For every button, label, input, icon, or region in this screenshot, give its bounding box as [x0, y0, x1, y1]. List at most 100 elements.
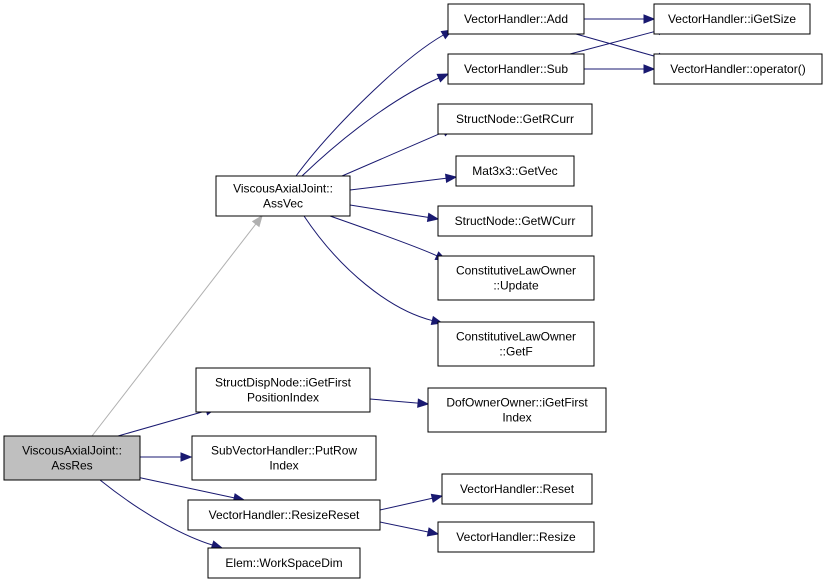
node-box [437, 103, 593, 135]
node-label-line: VectorHandler::Add [464, 12, 568, 26]
node-elem_wsd[interactable]: Elem::WorkSpaceDim [207, 547, 361, 579]
node-sn_getrcurr[interactable]: StructNode::GetRCurr [437, 103, 593, 135]
edge-line [569, 30, 659, 55]
node-label-line: ViscousAxialJoint:: [233, 182, 333, 196]
node-box [653, 53, 823, 85]
node-label-line: VectorHandler::Sub [464, 62, 568, 76]
edge-assvec-to-vh_sub [301, 73, 450, 177]
node-box [437, 205, 593, 237]
node-vh_reset[interactable]: VectorHandler::Reset [441, 473, 593, 505]
node-vh_operator[interactable]: VectorHandler::operator() [653, 53, 823, 85]
node-label-line: VectorHandler::Resize [456, 530, 576, 544]
node-vh_sub[interactable]: VectorHandler::Sub [447, 53, 585, 85]
arrowhead-icon [445, 173, 458, 183]
node-label-line: DofOwnerOwner::iGetFirst [446, 396, 588, 410]
node-box [455, 155, 575, 187]
edge-line [329, 215, 438, 257]
node-box [215, 175, 351, 217]
node-label-line: StructDispNode::iGetFirst [215, 376, 352, 390]
node-box [3, 435, 141, 481]
node-label-line: Mat3x3::GetVec [472, 164, 557, 178]
node-box [195, 367, 371, 413]
edge-vh_add-to-vh_igetsize [584, 14, 656, 24]
edge-assvec-to-sn_getwcurr [349, 204, 440, 223]
node-vh_resizereset[interactable]: VectorHandler::ResizeReset [187, 499, 381, 531]
node-box [447, 53, 585, 85]
edge-vh_sub-to-vh_igetsize [569, 26, 670, 55]
node-box [653, 3, 811, 35]
node-label-line: VectorHandler::iGetSize [668, 12, 796, 26]
edge-line [99, 479, 213, 546]
node-clo_getf[interactable]: ConstitutiveLawOwner::GetF [437, 321, 595, 367]
edge-root-to-elem_wsd [99, 479, 224, 550]
edge-vh_sub-to-vh_operator [584, 64, 656, 74]
arrowhead-icon [643, 14, 656, 24]
node-box [437, 321, 595, 367]
node-label-line: ::GetF [499, 345, 532, 359]
edge-line [379, 497, 433, 511]
node-sn_getwcurr[interactable]: StructNode::GetWCurr [437, 205, 593, 237]
node-label-line: SubVectorHandler::PutRow [211, 444, 357, 458]
node-vh_resize[interactable]: VectorHandler::Resize [437, 521, 595, 553]
node-label-line: Index [269, 459, 298, 473]
node-mat_getvec[interactable]: Mat3x3::GetVec [455, 155, 575, 187]
arrowhead-icon [417, 398, 430, 408]
edge-root-to-svh_putrow [140, 452, 193, 462]
edge-line [575, 33, 659, 58]
edge-line [379, 521, 429, 533]
node-vh_igetsize[interactable]: VectorHandler::iGetSize [653, 3, 811, 35]
node-root[interactable]: ViscousAxialJoint::AssRes [3, 435, 141, 481]
edge-assvec-to-clo_getf [303, 215, 444, 326]
node-label-line: ConstitutiveLawOwner [456, 264, 576, 278]
node-label-line: AssRes [51, 459, 92, 473]
node-vh_add[interactable]: VectorHandler::Add [447, 3, 585, 35]
edge-assvec-to-vh_add [295, 29, 454, 177]
edge-sdn_ipos-to-doo_index [369, 398, 430, 408]
edge-line [91, 223, 257, 437]
node-box [437, 521, 595, 553]
edge-vh_resizereset-to-vh_resize [379, 521, 440, 537]
node-clo_update[interactable]: ConstitutiveLawOwner::Update [437, 255, 595, 301]
edge-line [117, 410, 207, 437]
node-box [207, 547, 361, 579]
arrowhead-icon [251, 214, 263, 228]
edge-line [349, 204, 429, 218]
edge-line [295, 34, 444, 177]
node-box [437, 255, 595, 301]
node-label-line: ::Update [493, 279, 539, 293]
node-label-line: VectorHandler::operator() [670, 62, 805, 76]
node-box [441, 473, 593, 505]
edge-line [301, 77, 440, 177]
node-label-line: Elem::WorkSpaceDim [225, 556, 342, 570]
node-box [427, 387, 607, 433]
node-label-line: ConstitutiveLawOwner [456, 330, 576, 344]
arrowhead-icon [426, 527, 440, 537]
node-box [191, 435, 377, 481]
nodes-layer: ViscousAxialJoint::AssResViscousAxialJoi… [3, 3, 823, 579]
node-label-line: Index [502, 411, 531, 425]
node-label-line: AssVec [263, 197, 303, 211]
edge-line [303, 215, 433, 322]
arrowhead-icon [430, 493, 444, 503]
edge-line [131, 475, 235, 499]
arrowhead-icon [436, 73, 450, 83]
node-label-line: StructNode::GetRCurr [456, 112, 574, 126]
node-assvec[interactable]: ViscousAxialJoint::AssVec [215, 175, 351, 217]
node-label-line: VectorHandler::Reset [460, 482, 575, 496]
node-box [447, 3, 585, 35]
node-label-line: StructNode::GetWCurr [455, 214, 576, 228]
arrowhead-icon [643, 64, 656, 74]
edge-assvec-to-sn_getrcurr [341, 127, 455, 177]
edge-root-to-assvec [91, 214, 263, 437]
node-label-line: VectorHandler::ResizeReset [209, 508, 360, 522]
edge-line [341, 131, 445, 177]
edge-line [369, 398, 419, 404]
arrowhead-icon [426, 212, 440, 223]
edge-line [349, 177, 447, 191]
node-label-line: PositionIndex [247, 391, 319, 405]
node-label-line: ViscousAxialJoint:: [22, 444, 122, 458]
